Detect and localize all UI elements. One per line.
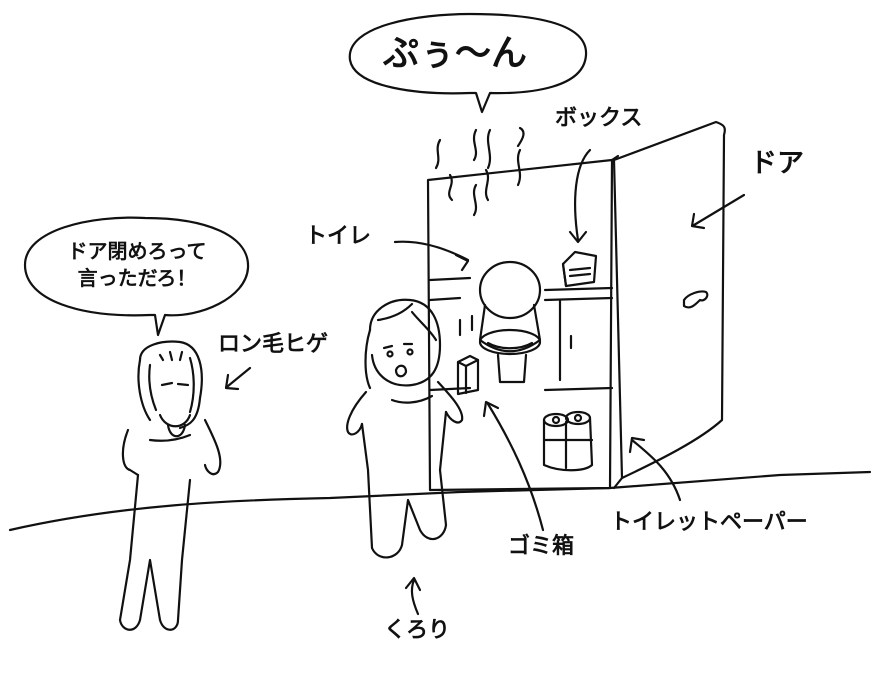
- label-box: ボックス: [555, 106, 643, 131]
- label-long-hair-beard: ロン毛ヒゲ: [218, 332, 329, 357]
- beard-arrow: [228, 368, 250, 386]
- speech-line-1: ドア閉めろって: [67, 239, 207, 263]
- door-arrow: [694, 195, 744, 225]
- door: [614, 122, 725, 488]
- label-kurori: くろり: [384, 618, 451, 643]
- door-handle: [684, 291, 707, 307]
- toilet-paper-rolls: [544, 412, 592, 470]
- label-arrows: [226, 150, 744, 614]
- sound-effect-text: ぷぅ〜ん: [383, 33, 528, 74]
- trash-arrow: [488, 404, 543, 530]
- box-arrow: [575, 150, 590, 240]
- long-hair-beard-man: [120, 342, 220, 630]
- speech-bubble: [25, 218, 248, 335]
- paper-box: [563, 252, 596, 286]
- kurori-character: [347, 300, 462, 558]
- label-trash-can: ゴミ箱: [508, 534, 575, 559]
- toilet-arrow: [395, 242, 468, 260]
- sound-bubble: [350, 14, 586, 112]
- speech-line-2: 言っただろ！: [77, 266, 197, 290]
- label-door: ドア: [750, 148, 804, 179]
- speech-bubble-text: ドア閉めろって 言っただろ！: [34, 238, 240, 292]
- floor-line: [10, 472, 870, 530]
- trash-can: [458, 356, 478, 394]
- toilet-booth: [428, 156, 618, 490]
- kurori-arrow: [412, 580, 418, 614]
- label-toilet: トイレ: [305, 224, 372, 249]
- label-toilet-paper: トイレットペーパー: [610, 510, 808, 535]
- toilet: [480, 262, 540, 382]
- paper-arrow: [632, 440, 680, 500]
